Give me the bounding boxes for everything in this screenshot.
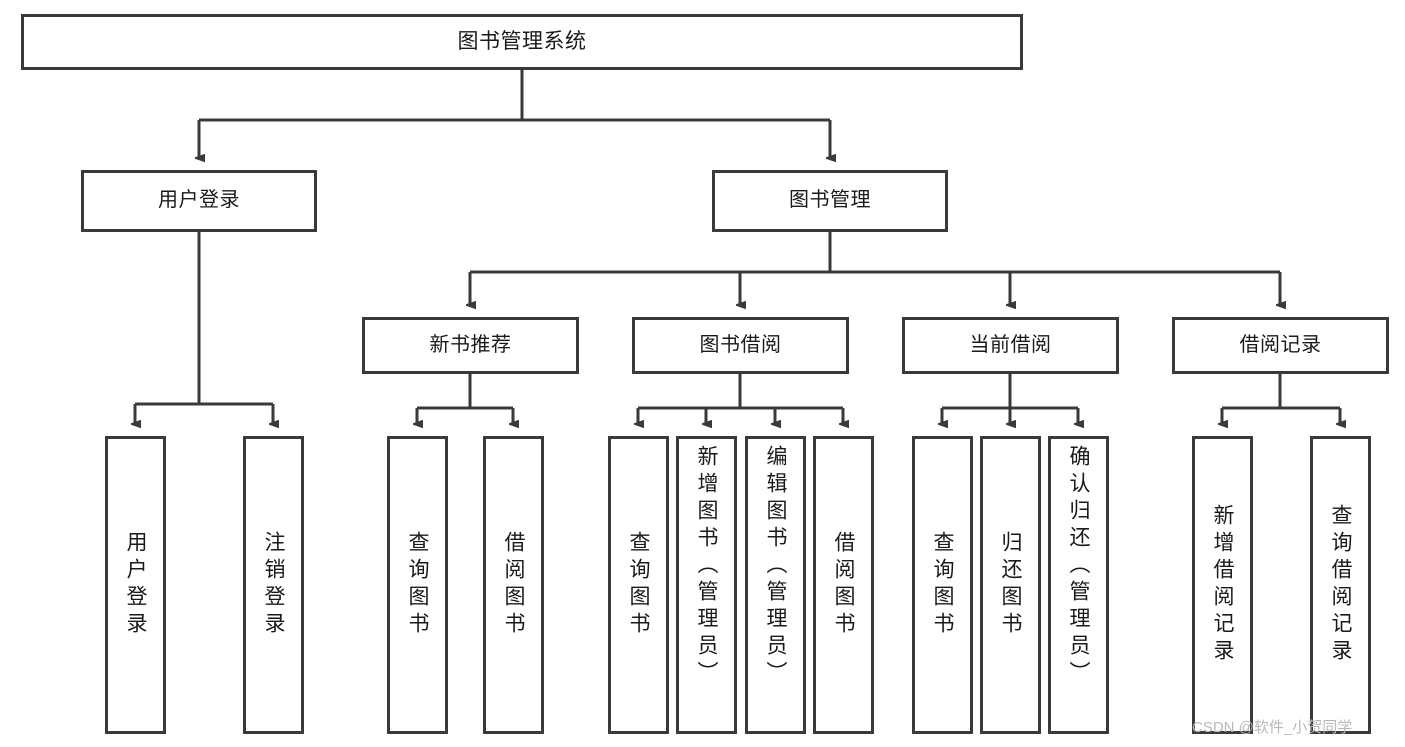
node-user-login-label: 用户登录 — [158, 189, 240, 212]
leaf-node-edit-book-admin[interactable]: 编辑图书（管理员） — [745, 436, 806, 734]
leaf-node-search-book-current[interactable]: 查询图书 — [912, 436, 973, 734]
node-book-borrow-label: 图书借阅 — [699, 333, 782, 356]
leaf-node-borrow-book-recommend[interactable]: 借阅图书 — [483, 436, 544, 734]
node-book-manage[interactable]: 图书管理 — [712, 170, 948, 232]
leaf-node-search-book-borrow-label: 查询图书 — [627, 531, 650, 639]
node-book-borrow[interactable]: 图书借阅 — [632, 317, 849, 374]
leaf-node-search-borrow-record[interactable]: 查询借阅记录 — [1310, 436, 1371, 734]
csdn-watermark: CSDN @软件_小贺同学 — [1192, 719, 1353, 736]
leaf-node-user-login[interactable]: 用户登录 — [105, 436, 166, 734]
leaf-node-search-book-current-label: 查询图书 — [931, 531, 954, 639]
leaf-node-search-book-borrow[interactable]: 查询图书 — [608, 436, 669, 734]
leaf-node-add-borrow-record-label: 新增借阅记录 — [1211, 504, 1234, 666]
leaf-node-logout[interactable]: 注销登录 — [243, 436, 304, 734]
leaf-node-add-book-admin[interactable]: 新增图书（管理员） — [676, 436, 737, 734]
leaf-node-search-borrow-record-label: 查询借阅记录 — [1329, 504, 1352, 666]
leaf-node-borrow-book-recommend-label: 借阅图书 — [502, 531, 525, 639]
leaf-node-borrow-book-label: 借阅图书 — [832, 531, 855, 639]
node-new-book-recommend-label: 新书推荐 — [429, 333, 512, 356]
leaf-node-return-book[interactable]: 归还图书 — [980, 436, 1041, 734]
node-current-borrow[interactable]: 当前借阅 — [902, 317, 1119, 374]
leaf-node-search-book-recommend[interactable]: 查询图书 — [387, 436, 448, 734]
leaf-node-return-book-label: 归还图书 — [999, 531, 1022, 639]
leaf-node-confirm-return-admin-label: 确认归还（管理员） — [1067, 445, 1090, 688]
leaf-node-add-book-admin-label: 新增图书（管理员） — [695, 445, 718, 688]
node-root-label: 图书管理系统 — [457, 29, 587, 53]
node-new-book-recommend[interactable]: 新书推荐 — [362, 317, 579, 374]
leaf-node-logout-label: 注销登录 — [262, 531, 285, 639]
leaf-node-edit-book-admin-label: 编辑图书（管理员） — [764, 445, 787, 688]
leaf-node-add-borrow-record[interactable]: 新增借阅记录 — [1192, 436, 1253, 734]
leaf-node-confirm-return-admin[interactable]: 确认归还（管理员） — [1048, 436, 1109, 734]
node-current-borrow-label: 当前借阅 — [969, 333, 1052, 356]
leaf-node-borrow-book[interactable]: 借阅图书 — [813, 436, 874, 734]
node-borrow-record[interactable]: 借阅记录 — [1172, 317, 1389, 374]
leaf-node-user-login-label: 用户登录 — [124, 531, 147, 639]
node-book-manage-label: 图书管理 — [789, 189, 871, 212]
node-borrow-record-label: 借阅记录 — [1239, 333, 1322, 356]
leaf-node-search-book-recommend-label: 查询图书 — [406, 531, 429, 639]
node-root[interactable]: 图书管理系统 — [21, 14, 1023, 70]
node-user-login[interactable]: 用户登录 — [81, 170, 317, 232]
